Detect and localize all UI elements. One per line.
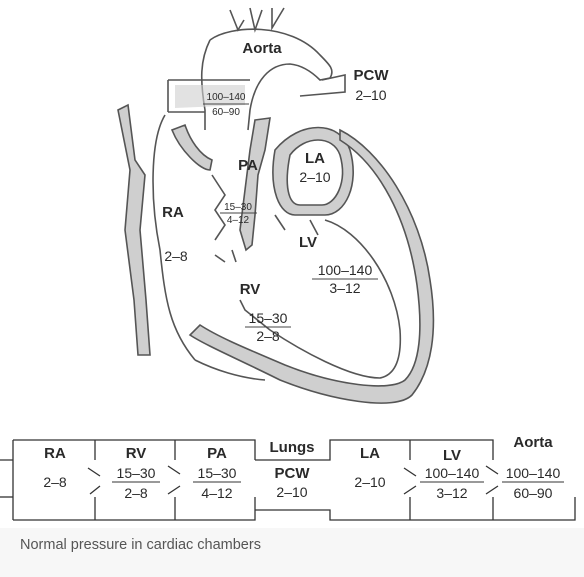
lv-inner-wall	[239, 219, 402, 379]
flow-lv-label: LV	[443, 447, 461, 464]
flow-pcw-label: PCW	[275, 465, 311, 482]
flow-aorta-diastolic: 60–90	[514, 485, 553, 501]
flow-pcw-value: 2–10	[276, 484, 307, 500]
pcw-value: 2–10	[355, 87, 386, 103]
lv-label: LV	[299, 234, 317, 251]
ivc	[117, 103, 151, 356]
svc	[167, 79, 250, 113]
pa-diastolic: 4–12	[227, 215, 250, 226]
valve-aortic-flap	[485, 465, 499, 495]
caption-band	[0, 528, 584, 577]
valve-mitral-flap	[403, 467, 417, 495]
ra-inner	[170, 123, 213, 171]
flow-la-value: 2–10	[354, 474, 385, 490]
ra-value: 2–8	[164, 248, 188, 264]
aorta-diastolic: 60–90	[212, 107, 240, 118]
flow-rv-systolic: 15–30	[117, 465, 156, 481]
la-label: LA	[305, 150, 325, 167]
pa-systolic: 15–30	[224, 202, 252, 213]
flow-lungs-label: Lungs	[270, 439, 315, 456]
flow-lv-diastolic: 3–12	[436, 485, 467, 501]
heart-illustration	[117, 7, 435, 404]
pa-label: PA	[238, 157, 258, 174]
pulmonary-trunk	[200, 39, 211, 130]
la-chamber-inner	[286, 139, 344, 206]
flow-diagram	[0, 439, 576, 521]
heart-outer-wall	[188, 128, 435, 404]
rv-diastolic: 2–8	[256, 328, 280, 344]
aortic-branch-2	[249, 7, 263, 33]
mitral-valve	[274, 214, 319, 236]
aorta-systolic: 100–140	[207, 92, 246, 103]
flow-aorta-systolic: 100–140	[506, 465, 561, 481]
flow-lv-systolic: 100–140	[425, 465, 480, 481]
heart-labels: Aorta 100–140 60–90 PCW 2–10 PA 15–30 4–…	[162, 40, 389, 344]
flow-ra-value: 2–8	[43, 474, 67, 490]
flow-rv-diastolic: 2–8	[124, 485, 148, 501]
flow-rv-label: RV	[126, 445, 147, 462]
lv-diastolic: 3–12	[329, 280, 360, 296]
rv-base	[194, 359, 266, 381]
la-value: 2–10	[299, 169, 330, 185]
flow-aorta-label: Aorta	[513, 434, 553, 451]
flow-labels: RA 2–8 RV 15–30 2–8 PA 15–30 4–12 Lungs …	[43, 434, 564, 501]
ra-wall	[152, 114, 196, 361]
ra-label: RA	[162, 204, 184, 221]
lv-systolic: 100–140	[318, 262, 373, 278]
flow-ra-label: RA	[44, 445, 66, 462]
flow-pa-systolic: 15–30	[198, 465, 237, 481]
pulmonary-valve	[211, 174, 226, 241]
flow-top-rail	[0, 439, 494, 520]
rv-systolic: 15–30	[249, 310, 288, 326]
valve-tricuspid-flap	[87, 467, 101, 495]
figure-caption: Normal pressure in cardiac chambers	[20, 537, 261, 553]
pcw-label: PCW	[354, 67, 390, 84]
tricuspid-valve	[214, 249, 237, 263]
flow-pa-diastolic: 4–12	[201, 485, 232, 501]
flow-pa-label: PA	[207, 445, 227, 462]
left-pulmonary-artery	[299, 74, 346, 97]
aorta-label: Aorta	[242, 40, 282, 57]
aortic-branch-3	[271, 7, 285, 31]
septum	[239, 117, 271, 252]
flow-bottom-rail	[13, 497, 576, 521]
aortic-branch-1	[229, 9, 245, 32]
cardiac-pressure-diagram: Aorta 100–140 60–90 PCW 2–10 PA 15–30 4–…	[0, 7, 576, 521]
valve-pulmonic-flap	[167, 465, 181, 495]
rv-label: RV	[240, 281, 261, 298]
flow-la-label: LA	[360, 445, 380, 462]
svc-shade	[175, 85, 245, 108]
